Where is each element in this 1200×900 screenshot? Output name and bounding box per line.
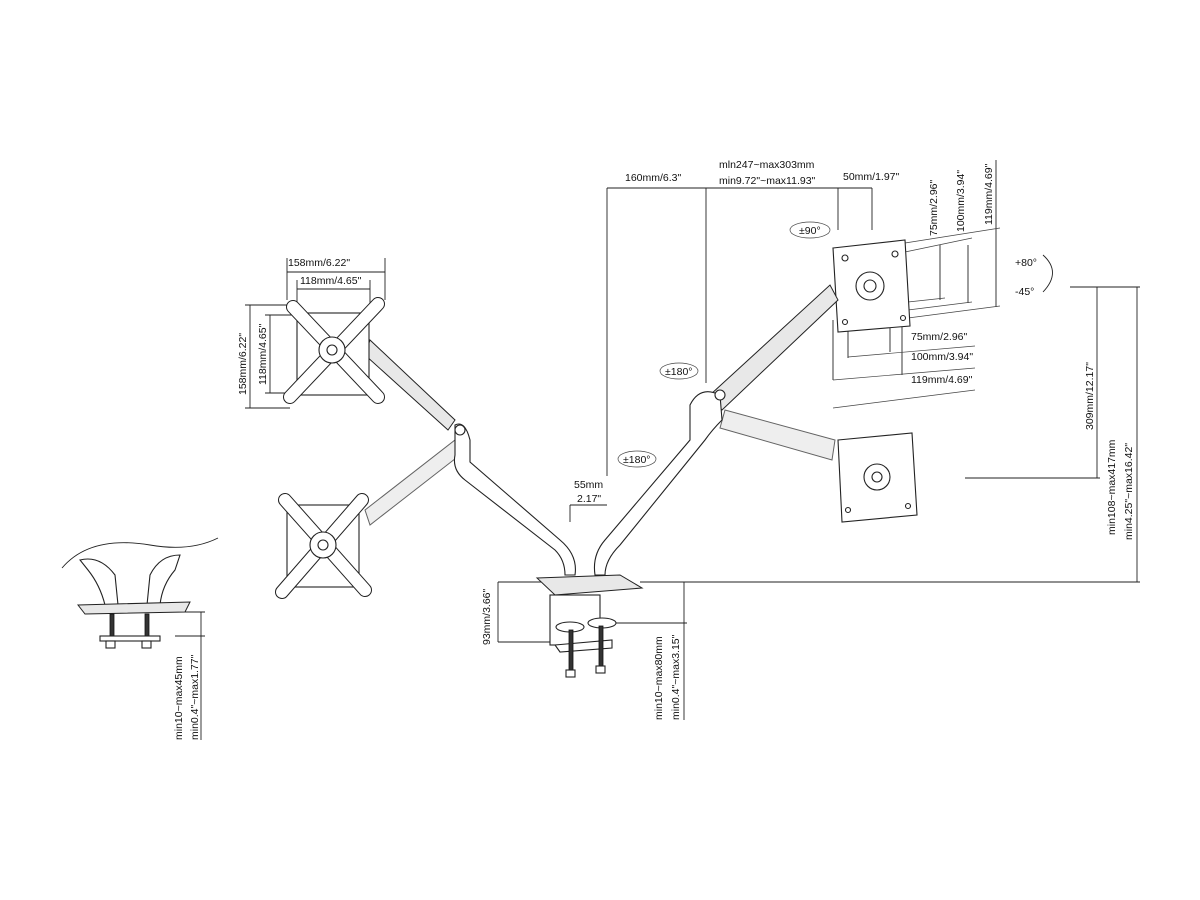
label-swivel-lower: ±180° [623,454,650,466]
grommet-inset [61,537,219,649]
label-left-w-outer: 158mm/6.22" [288,257,350,269]
label-pole-gap-in: 2.17" [577,493,601,505]
rotation-markers [617,221,1053,468]
label-clamp-range-mm: min10~max80mm [653,636,665,720]
label-clamp-range-in: min0.4"~max3.15" [670,634,682,720]
label-grommet-range-mm: min10~max45mm [173,656,185,740]
label-vesa-v-119: 119mm/4.69" [983,163,995,225]
right-arm [593,284,839,576]
label-clamp-height: 93mm/3.66" [481,588,493,645]
label-tilt-down: -45° [1015,286,1034,298]
label-left-h-inner: 118mm/4.65" [257,323,269,385]
dimension-lines [175,160,1140,740]
label-rotate-90: ±90° [799,225,821,237]
right-lower-vesa-plate [837,432,918,523]
label-vesa-h-100: 100mm/3.94" [911,351,973,363]
label-arm-offset: 160mm/6.3" [625,172,682,184]
label-head-offset: 50mm/1.97" [843,171,900,183]
label-arm-length-mm: mln247~max303mm [719,159,815,171]
label-pole-gap-mm: 55mm [574,479,603,491]
right-upper-vesa-plate [832,239,911,333]
desk-clamp [535,574,644,678]
label-grommet-range-in: min0.4"~max1.77" [189,654,201,740]
label-vesa-h-75: 75mm/2.96" [911,331,968,343]
label-height-range-in: min4.25"~max16.42" [1123,443,1135,540]
label-left-w-inner: 118mm/4.65" [300,275,362,287]
label-vesa-v-100: 100mm/3.94" [955,170,967,232]
label-height-309: 309mm/12.17" [1084,362,1096,430]
label-swivel-upper: ±180° [665,366,692,378]
label-left-h-outer: 158mm/6.22" [237,333,249,395]
left-arm [364,339,576,576]
left-upper-vesa-plate [283,297,385,404]
dimension-labels: 160mm/6.3" mln247~max303mm min9.72"~max1… [173,159,1135,740]
label-height-range-mm: min108~max417mm [1106,439,1118,535]
label-vesa-h-119: 119mm/4.69" [911,374,973,386]
label-arm-length-in: min9.72"~max11.93" [719,175,816,187]
label-tilt-up: +80° [1015,257,1037,269]
left-lower-vesa-plate [275,493,372,599]
label-vesa-v-75: 75mm/2.96" [928,179,940,236]
